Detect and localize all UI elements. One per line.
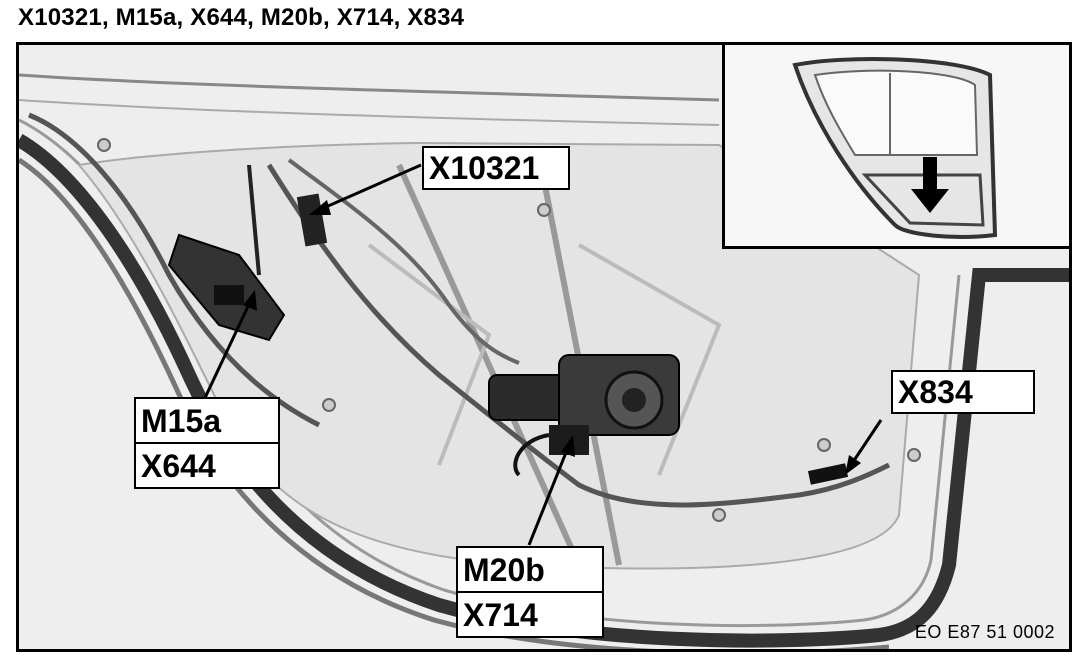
door-location-inset [722,45,1069,249]
figure-title: X10321, M15a, X644, M20b, X714, X834 [18,4,465,31]
door-illustration-frame: X10321 M15a X644 M20b X714 X834 EO E87 5… [16,42,1072,652]
reference-code: EO E87 51 0002 [914,622,1055,642]
callout-m20b: M20b [456,546,604,592]
callout-x10321: X10321 [422,146,570,190]
callout-x644: X644 [134,442,280,489]
inset-drawing [725,45,1069,246]
callout-x834: X834 [891,370,1035,414]
down-arrow-icon [911,157,949,213]
callout-m15a: M15a [134,397,280,443]
callout-x714: X714 [456,591,604,638]
